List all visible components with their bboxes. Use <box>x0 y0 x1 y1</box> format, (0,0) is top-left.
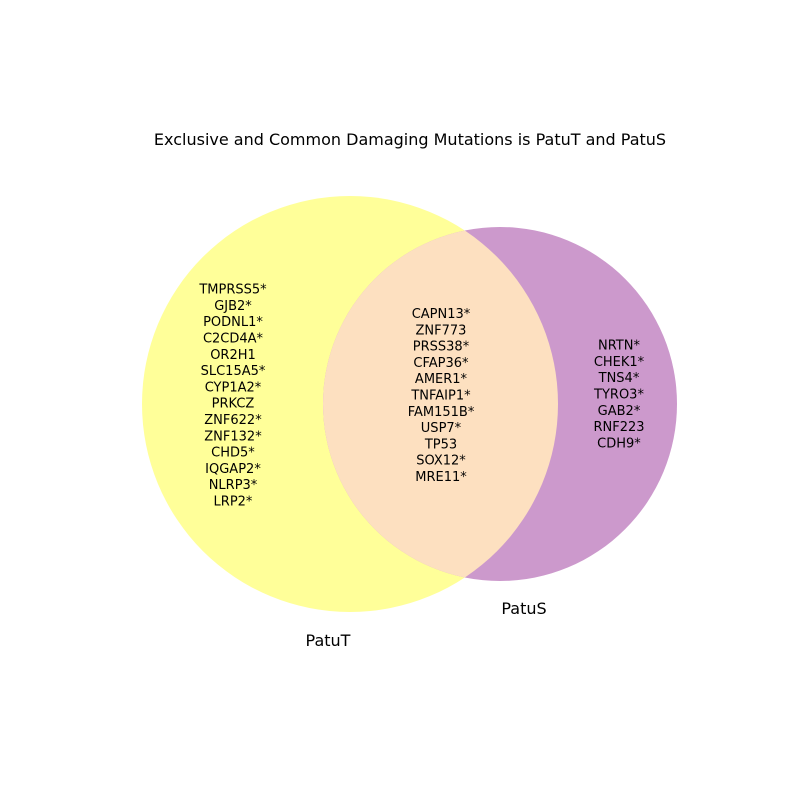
patus-label: PatuS <box>501 599 546 618</box>
gene-label: CDH9* <box>597 436 641 451</box>
gene-label: PODNL1* <box>203 315 263 330</box>
gene-label: PRKCZ <box>212 397 255 412</box>
gene-label: CFAP36* <box>413 356 469 371</box>
gene-label: NLRP3* <box>209 478 258 493</box>
gene-label: CHD5* <box>211 446 255 461</box>
gene-label: TP53 <box>424 437 457 452</box>
gene-label: LRP2* <box>214 495 253 510</box>
gene-label: ZNF622* <box>204 413 262 428</box>
gene-label: AMER1* <box>415 372 468 387</box>
patut-label: PatuT <box>306 631 351 650</box>
gene-label: ZNF132* <box>204 429 262 444</box>
gene-label: OR2H1 <box>210 348 256 363</box>
gene-label: NRTN* <box>598 339 640 354</box>
gene-label: IQGAP2* <box>205 462 261 477</box>
gene-label: CHEK1* <box>594 355 645 370</box>
gene-label: PRSS38* <box>413 340 470 355</box>
diagram-title: Exclusive and Common Damaging Mutations … <box>154 130 666 149</box>
gene-label: MRE11* <box>415 470 467 485</box>
gene-label: TNS4* <box>598 371 640 386</box>
gene-label: TNFAIP1* <box>410 389 471 404</box>
gene-label: GAB2* <box>598 404 641 419</box>
gene-label: SLC15A5* <box>201 364 266 379</box>
patut-exclusive-genes: TMPRSS5*GJB2*PODNL1* C2CD4A*OR2H1SLC15A5*… <box>198 283 267 510</box>
gene-label: C2CD4A* <box>203 332 264 347</box>
gene-label: GJB2* <box>214 299 252 314</box>
overlap-region <box>323 227 558 581</box>
gene-label: FAM151B* <box>408 405 475 420</box>
gene-label: TYRO3* <box>593 388 644 403</box>
gene-label: ZNF773 <box>416 323 467 338</box>
gene-label: TMPRSS5* <box>198 283 267 298</box>
gene-label: RNF223 <box>593 420 644 435</box>
gene-label: SOX12* <box>416 454 466 469</box>
gene-label: USP7* <box>421 421 462 436</box>
gene-label: CYP1A2* <box>205 380 262 395</box>
gene-label: CAPN13* <box>412 307 471 322</box>
